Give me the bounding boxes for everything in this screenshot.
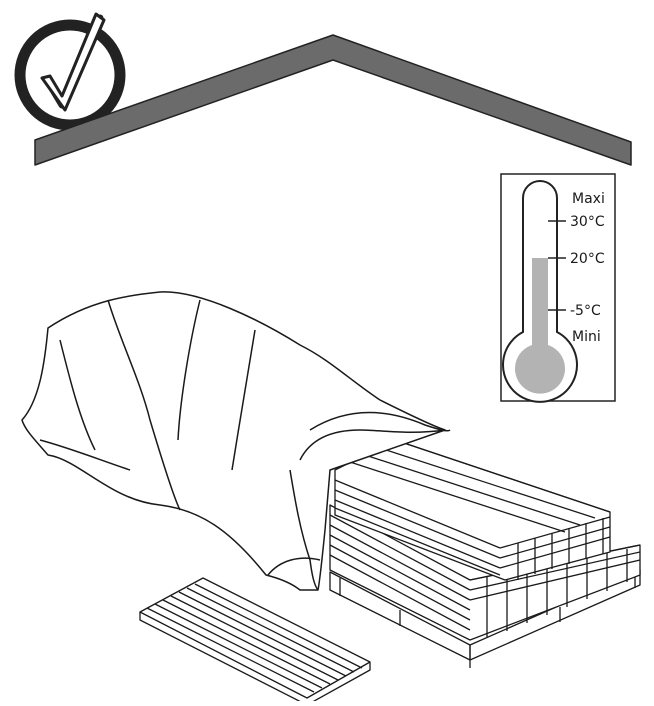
checkmark-icon [14,12,126,131]
tarp-cover [21,291,451,591]
thermometer-panel [500,173,616,403]
spare-pallet [139,577,371,706]
roof-shelter [34,34,632,166]
thermometer-min-label: Mini [572,329,601,345]
thermometer-max-label: Maxi [572,191,605,207]
thermometer-minus5c-label: -5°C [570,303,601,319]
thermometer-20c-label: 20°C [570,251,605,267]
board-stack [329,439,641,668]
thermometer-30c-label: 30°C [570,214,605,230]
